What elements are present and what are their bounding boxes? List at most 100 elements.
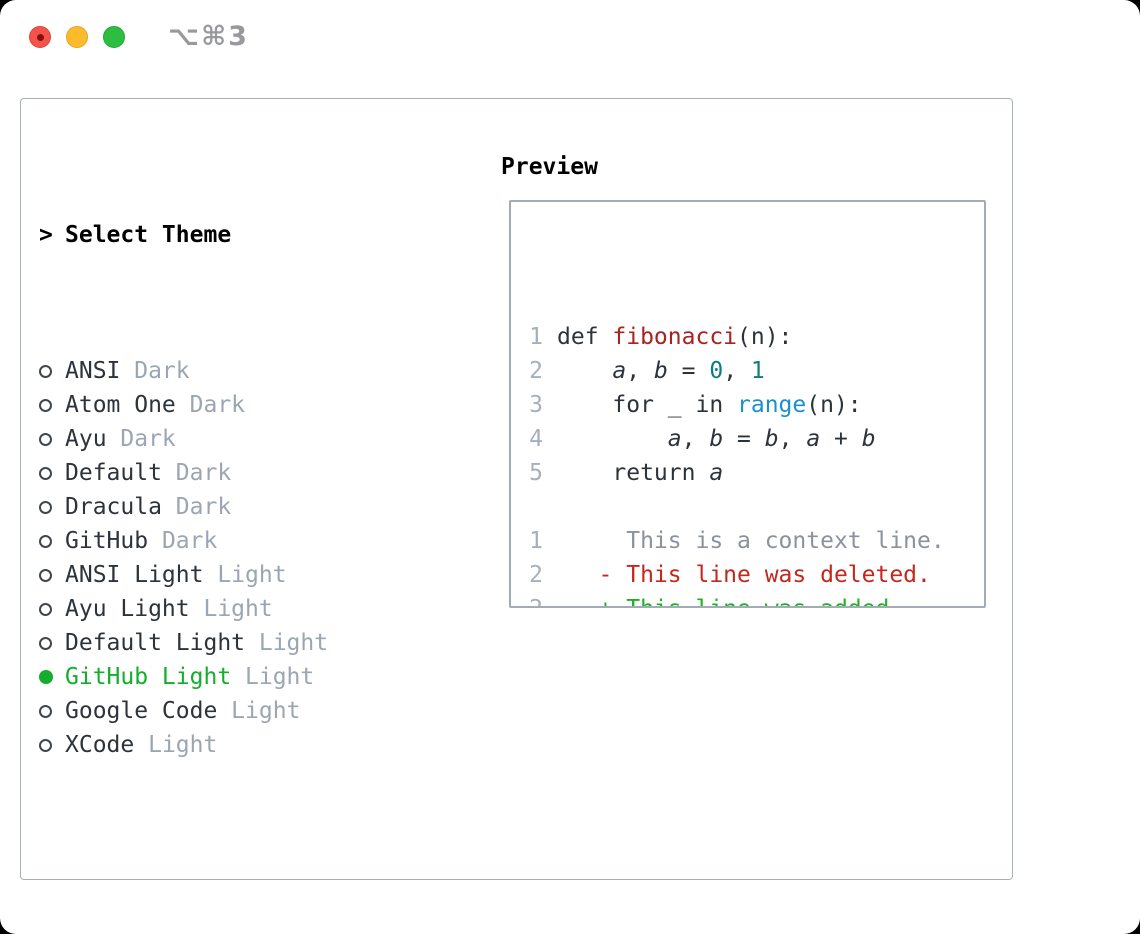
- radio-unselected-icon: [39, 466, 65, 480]
- close-button[interactable]: [29, 26, 51, 48]
- code-segment: a: [709, 460, 724, 486]
- code-segment: ,: [778, 426, 807, 452]
- code-segment: This is a context line.: [557, 528, 945, 554]
- radio-unselected-icon: [39, 534, 65, 548]
- code-segment: =: [723, 426, 765, 452]
- preview-line: 1 def fibonacci(n):: [529, 320, 984, 354]
- theme-variant-tag: Light: [245, 630, 329, 656]
- code-segment: + This line was added.: [599, 596, 904, 606]
- theme-option-label: Google Code: [65, 698, 218, 724]
- theme-variant-tag: Light: [217, 698, 301, 724]
- code-segment: +: [820, 426, 862, 452]
- preview-line: 2 + This line was added.: [529, 592, 984, 606]
- code-segment: =: [667, 358, 710, 384]
- radio-unselected-icon: [39, 398, 65, 412]
- select-theme-header: Select Theme: [65, 222, 232, 248]
- theme-option-atom-one[interactable]: Atom One Dark: [39, 388, 499, 422]
- line-number: 5: [529, 460, 543, 486]
- line-number: 1: [529, 528, 543, 554]
- code-segment: (n):: [737, 324, 793, 350]
- code-segment: range: [737, 392, 807, 418]
- theme-variant-tag: Dark: [175, 392, 246, 418]
- preview-line: 2 a, b = 0, 1: [529, 354, 984, 388]
- radio-selected-icon: [39, 670, 65, 684]
- line-number: 1: [529, 324, 543, 350]
- preview-header: Preview: [501, 154, 598, 180]
- code-segment: 0: [709, 358, 724, 384]
- theme-option-label: GitHub: [65, 528, 149, 554]
- theme-option-label: GitHub Light: [65, 664, 232, 690]
- preview-line: [529, 490, 984, 524]
- code-segment: [557, 426, 668, 452]
- theme-variant-tag: Dark: [148, 528, 218, 554]
- code-segment: b: [653, 358, 668, 384]
- code-segment: a: [667, 426, 682, 452]
- theme-variant-tag: Light: [134, 732, 218, 758]
- minimize-button[interactable]: [66, 26, 88, 48]
- code-segment: a: [612, 358, 627, 384]
- theme-option-github-light[interactable]: GitHub Light Light: [39, 660, 499, 694]
- code-segment: ,: [681, 426, 710, 452]
- preview-line: 5 return a: [529, 456, 984, 490]
- code-segment: 1: [750, 358, 765, 384]
- theme-variant-tag: Light: [189, 596, 273, 622]
- theme-option-ayu[interactable]: Ayu Dark: [39, 422, 499, 456]
- code-segment: [557, 596, 599, 606]
- window-title: ⌥⌘3: [168, 21, 249, 52]
- theme-option-github[interactable]: GitHub Dark: [39, 524, 499, 558]
- code-segment: for _ in: [557, 392, 738, 418]
- theme-option-label: ANSI: [65, 358, 121, 384]
- theme-option-label: XCode: [65, 732, 135, 758]
- code-segment: def: [557, 324, 613, 350]
- code-segment: (n):: [806, 392, 862, 418]
- theme-option-default-light[interactable]: Default Light Light: [39, 626, 499, 660]
- theme-option-ayu-light[interactable]: Ayu Light Light: [39, 592, 499, 626]
- code-segment: a: [806, 426, 821, 452]
- code-segment: [557, 358, 612, 384]
- code-segment: ,: [723, 358, 751, 384]
- theme-variant-tag: Dark: [106, 426, 176, 452]
- theme-option-label: Dracula: [65, 494, 162, 520]
- code-segment: fibonacci: [612, 324, 738, 350]
- radio-unselected-icon: [39, 432, 65, 446]
- radio-unselected-icon: [39, 364, 65, 378]
- radio-unselected-icon: [39, 738, 65, 752]
- theme-option-label: Default Light: [65, 630, 246, 656]
- theme-option-ansi[interactable]: ANSI Dark: [39, 354, 499, 388]
- preview-line: 4 a, b = b, a + b: [529, 422, 984, 456]
- code-segment: b: [861, 426, 876, 452]
- preview-line: 1 This is a context line.: [529, 524, 984, 558]
- radio-unselected-icon: [39, 500, 65, 514]
- radio-unselected-icon: [39, 568, 65, 582]
- code-segment: return: [557, 460, 710, 486]
- theme-variant-tag: Dark: [161, 494, 232, 520]
- code-segment: b: [764, 426, 779, 452]
- focus-chevron-icon: >: [39, 222, 53, 248]
- theme-option-google-code[interactable]: Google Code Light: [39, 694, 499, 728]
- theme-variant-tag: Light: [231, 664, 315, 690]
- spacer: [39, 864, 499, 898]
- theme-option-label: Ayu: [65, 426, 107, 452]
- preview-line: 3 for _ in range(n):: [529, 388, 984, 422]
- theme-option-dracula[interactable]: Dracula Dark: [39, 490, 499, 524]
- theme-option-ansi-light[interactable]: ANSI Light Light: [39, 558, 499, 592]
- unsaved-changes-dot: [36, 33, 44, 41]
- theme-option-label: ANSI Light: [65, 562, 204, 588]
- select-theme-header-row: > Select Theme: [39, 218, 499, 252]
- titlebar: ⌥⌘3: [0, 0, 1140, 74]
- theme-variant-tag: Light: [203, 562, 287, 588]
- code-segment: ,: [626, 358, 654, 384]
- theme-option-label: Ayu Light: [65, 596, 190, 622]
- theme-option-label: Default: [65, 460, 162, 486]
- code-segment: [557, 562, 599, 588]
- theme-variant-tag: Dark: [120, 358, 190, 384]
- theme-option-xcode[interactable]: XCode Light: [39, 728, 499, 762]
- line-number: 3: [529, 392, 543, 418]
- theme-option-default[interactable]: Default Dark: [39, 456, 499, 490]
- preview-line: 2 - This line was deleted.: [529, 558, 984, 592]
- zoom-button[interactable]: [103, 26, 125, 48]
